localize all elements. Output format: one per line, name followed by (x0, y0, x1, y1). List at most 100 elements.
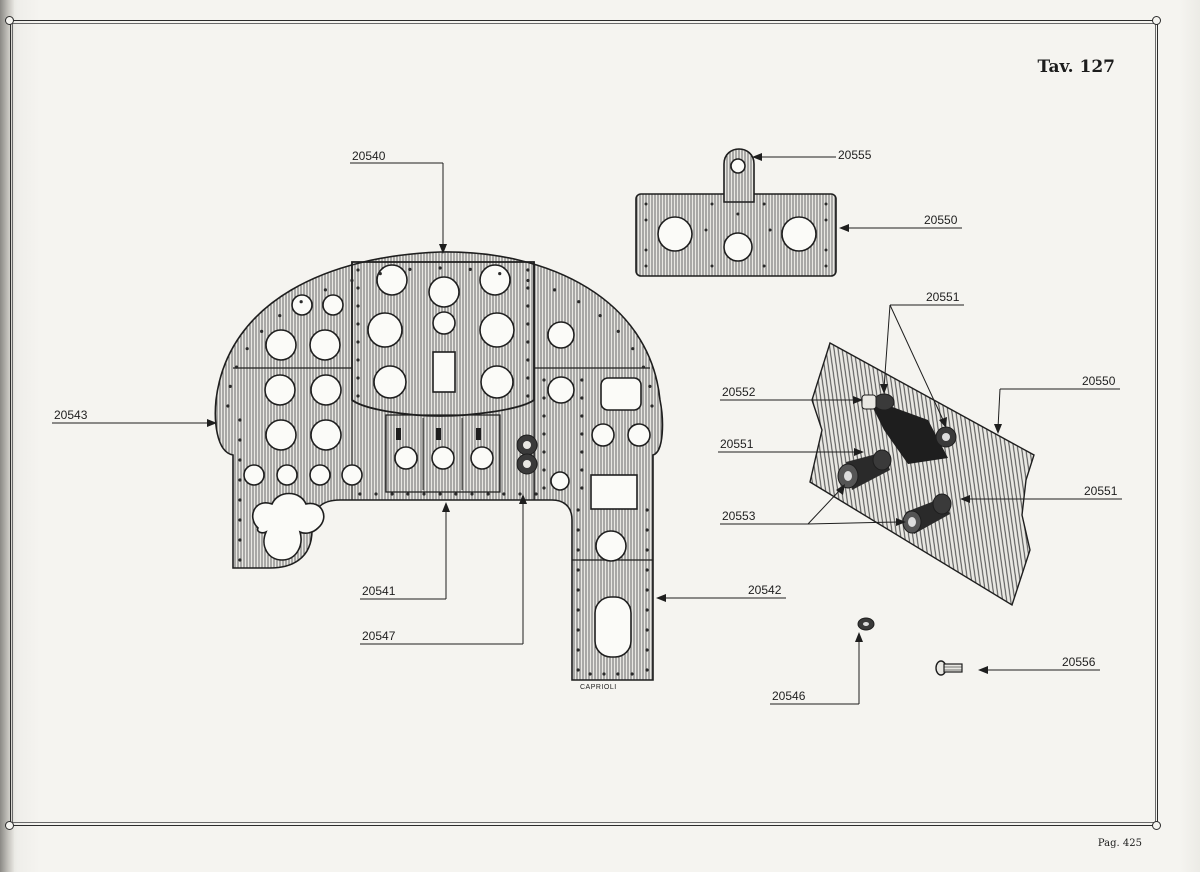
rivet (406, 492, 410, 496)
rivet (454, 492, 458, 496)
mounting-lug-hole (730, 158, 746, 174)
label-20551-top: 20551 (926, 290, 960, 304)
rivet (526, 304, 530, 308)
label-20555: 20555 (838, 148, 872, 162)
label-20551-right: 20551 (1084, 484, 1118, 498)
instrument-hole (547, 321, 575, 349)
callout-20553: 20553 (720, 484, 906, 526)
rivet (768, 228, 772, 232)
callout-20547: 20547 (360, 494, 527, 645)
instrument-hole (657, 216, 693, 252)
rivet (580, 486, 584, 490)
rivet (645, 508, 649, 512)
rivet (553, 288, 557, 292)
instrument-hole (264, 374, 296, 406)
instrument-hole (595, 530, 627, 562)
draughtsman-signature: CAPRIOLI (580, 684, 617, 691)
rivet (526, 340, 530, 344)
rivet (518, 492, 522, 496)
frame-corner-ornament (1152, 821, 1161, 830)
rivet (704, 228, 708, 232)
rivet (580, 468, 584, 472)
instrument-hole (432, 311, 456, 335)
rectangular-cutout (432, 351, 456, 393)
bolt-part (935, 660, 963, 676)
label-20550-right: 20550 (1082, 374, 1116, 388)
rivet (576, 568, 580, 572)
rivet (644, 218, 648, 222)
frame-corner-ornament (1152, 16, 1161, 25)
rivet (616, 329, 620, 333)
rectangular-cutout (600, 377, 642, 411)
rivet (356, 358, 360, 362)
rivet (580, 414, 584, 418)
rivet (422, 492, 426, 496)
rivet (234, 365, 239, 369)
page-frame-inner (12, 23, 1156, 823)
rivet (650, 404, 654, 408)
instrument-hole (373, 365, 407, 399)
rivet (645, 628, 649, 632)
rivet (356, 340, 360, 344)
rivet (238, 418, 242, 422)
rivet (356, 304, 360, 308)
rivet (526, 278, 530, 283)
rivet (645, 588, 649, 592)
label-20540: 20540 (352, 149, 386, 163)
instrument-sub-plate (635, 148, 837, 277)
rivet (245, 347, 249, 351)
rivet (238, 438, 242, 442)
rivet (577, 300, 581, 304)
instrument-hole (627, 423, 651, 447)
callout-20556: 20556 (978, 655, 1100, 674)
page-number: Pag. 425 (1097, 838, 1142, 849)
rivet (238, 518, 242, 522)
rivet (576, 588, 580, 592)
instrument-hole (243, 464, 265, 486)
rivet (580, 378, 584, 382)
instrument-hole (309, 329, 341, 361)
instrument-hole (265, 419, 297, 451)
rivet (645, 668, 649, 672)
callout-20555: 20555 (752, 148, 872, 162)
instrument-hole (781, 216, 817, 252)
rivet (238, 458, 242, 462)
instrument-hole (291, 294, 313, 316)
label-20551-left: 20551 (720, 437, 754, 451)
instrument-hole (310, 374, 342, 406)
rivet (470, 492, 474, 496)
rivet (710, 202, 714, 206)
rivet (644, 248, 648, 252)
rivet (648, 384, 652, 388)
instrument-hole (310, 419, 342, 451)
rivet (542, 432, 546, 436)
switch-bracket-assembly (809, 341, 1035, 607)
callout-20551-top: 20551 (880, 290, 964, 428)
rivet (526, 286, 530, 290)
rivet (542, 468, 546, 472)
label-20553: 20553 (722, 509, 756, 523)
rivet (576, 668, 580, 672)
upper-center-subpanel (351, 261, 535, 417)
label-20543: 20543 (54, 408, 88, 422)
rivet (228, 384, 232, 388)
toggle-switch-lower (902, 493, 952, 534)
rivet (542, 486, 546, 490)
rivet (645, 648, 649, 652)
callout-20551-left: 20551 (718, 437, 864, 456)
rivet (576, 508, 580, 512)
rivet (644, 202, 648, 206)
rivet (542, 396, 546, 400)
instrument-hole (367, 312, 403, 348)
rivet (356, 376, 360, 380)
label-20542: 20542 (748, 583, 782, 597)
rivet (278, 314, 282, 318)
instrument-hole (309, 464, 331, 486)
instrument-hole (341, 464, 363, 486)
trefoil-cutout (252, 492, 325, 561)
instrument-hole (394, 446, 418, 470)
rivet (824, 248, 828, 252)
rivet (762, 264, 766, 268)
rectangular-cutout (590, 474, 638, 510)
rivet (542, 414, 546, 418)
